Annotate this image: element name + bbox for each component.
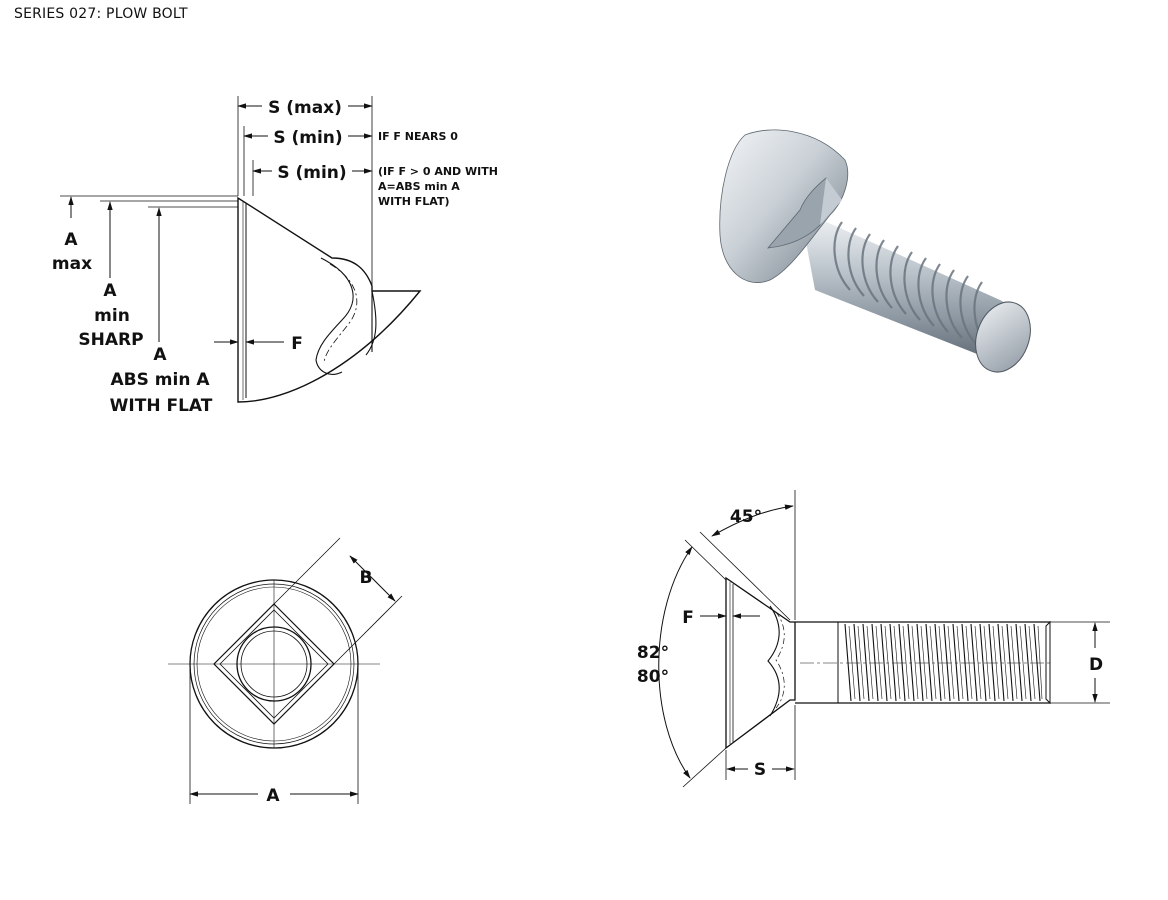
angle-82-label: 82° (637, 643, 669, 663)
bolt-render (719, 129, 1031, 373)
a-max-label-max: max (52, 254, 92, 274)
note-with-flat-3: WITH FLAT) (378, 195, 449, 208)
s-label-side: S (754, 760, 766, 780)
a-min-label-sharp: SHARP (78, 330, 143, 350)
a-min-label-a: A (103, 281, 117, 301)
s-max-label: S (max) (268, 98, 342, 118)
end-view (168, 537, 403, 804)
f-label-profile: F (291, 334, 303, 354)
f-label-side: F (682, 608, 694, 628)
s-min-label-1: S (min) (273, 128, 342, 148)
a-max-label-a: A (64, 230, 78, 250)
head-profile (237, 196, 422, 403)
a-abs-label-flat: WITH FLAT (110, 396, 213, 416)
angle-45-label: 45° (730, 507, 762, 527)
profile-view (60, 96, 422, 403)
page-title: SERIES 027: PLOW BOLT (14, 6, 188, 22)
a-abs-label-abs: ABS min A (111, 370, 211, 390)
side-view (658, 490, 1110, 788)
note-f-nears-0: IF F NEARS 0 (378, 130, 458, 143)
s-min-label-2: S (min) (277, 163, 346, 183)
note-with-flat-2: A=ABS min A (378, 180, 460, 193)
d-label: D (1089, 655, 1103, 675)
b-label: B (360, 568, 373, 588)
angle-80-label: 80° (637, 667, 669, 687)
a-label-end: A (266, 786, 280, 806)
a-min-label-min: min (94, 306, 130, 326)
note-with-flat-1: (IF F > 0 AND WITH (378, 165, 498, 178)
a-abs-label-a: A (153, 345, 167, 365)
